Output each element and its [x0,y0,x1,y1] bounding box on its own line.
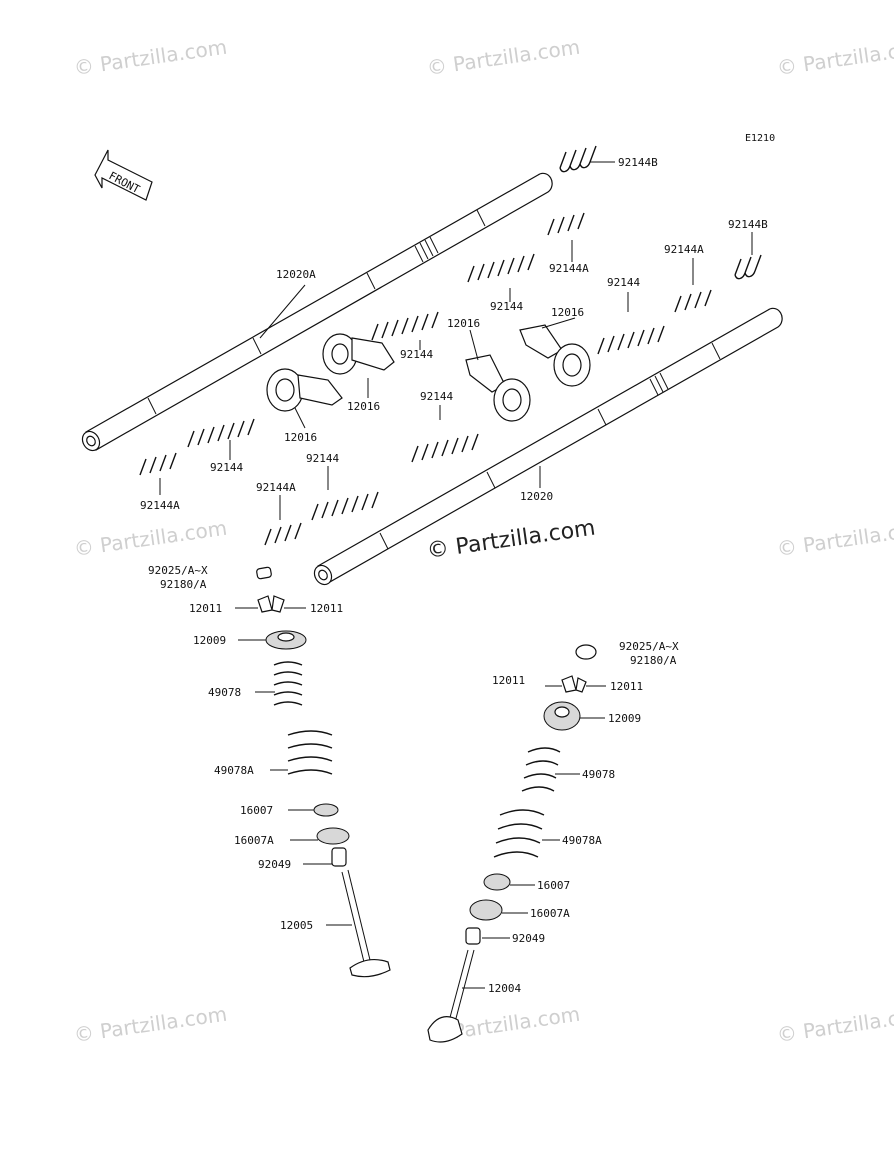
part-label: 92144 [210,461,243,474]
part-label: 12004 [488,982,521,995]
part-label: 12011 [492,674,525,687]
spring-92144a-4 [264,522,302,546]
part-label: 92144 [490,300,523,313]
part-label: 16007 [240,804,273,817]
spring-92144b-right [734,254,762,280]
left-valve-assembly [256,566,391,978]
part-label: 12005 [280,919,313,932]
rocker-arm-4 [519,324,591,387]
leader-lines [159,161,753,989]
part-label: 92144A [664,243,704,256]
part-label: 92144B [728,218,768,231]
part-label: 92144A [140,499,180,512]
part-label: 12009 [193,634,226,647]
rocker-arm-1 [266,368,343,412]
spring-92144a-3 [139,452,177,476]
part-label: 92049 [258,858,291,871]
spring-92144-4 [187,418,255,448]
part-label: 16007 [537,879,570,892]
part-label: 92144A [256,481,296,494]
part-label: 16007A [234,834,274,847]
part-label: 92049 [512,932,545,945]
watermark-layer: © Partzilla.com © Partzilla.com © Partzi… [72,35,894,1047]
part-label: 92144 [400,348,433,361]
rocker-shaft-lower [313,307,783,586]
part-label: 92025/A~X [148,564,208,577]
watermark: © Partzilla.com [72,35,228,80]
watermark: © Partzilla.com [775,516,894,561]
spring-92144b-top [559,145,597,173]
watermark: © Partzilla.com [72,1002,228,1047]
diagram-code: E1210 [745,133,775,144]
part-label: 92144 [607,276,640,289]
spring-92144-1 [467,253,535,283]
part-label: 12016 [284,431,317,444]
part-label: 92144A [549,262,589,275]
part-label: 49078 [208,686,241,699]
watermark: © Partzilla.com [425,35,581,80]
rocker-arm-2 [322,333,395,375]
part-label: 16007A [530,907,570,920]
part-label: 12020A [276,268,316,281]
spring-92144-6 [311,491,379,521]
spring-92144-5 [411,433,479,463]
watermark: © Partzilla.com [775,35,894,80]
part-label: 12016 [447,317,480,330]
part-label: 92144 [306,452,339,465]
part-label: 12011 [189,602,222,615]
part-label: 49078A [214,764,254,777]
part-labels: 92144B 92144B 12020A 92144A 92144A 92144… [140,156,768,995]
watermark: © Partzilla.com [775,1002,894,1047]
part-label: 12016 [551,306,584,319]
part-label: 49078 [582,768,615,781]
part-label: 92180/A [630,654,677,667]
part-label: 49078A [562,834,602,847]
part-label: 92144 [420,390,453,403]
part-label: 92025/A~X [619,640,679,653]
rocker-shaft-upper [81,172,553,452]
spring-92144a-2 [674,289,712,313]
spring-92144-3 [597,325,665,355]
right-valve-assembly [427,644,597,1043]
rocker-arm-3 [465,354,531,422]
part-label: 12009 [608,712,641,725]
part-label: 12011 [610,680,643,693]
spring-92144a-1 [547,212,585,236]
front-arrow-icon: FRONT [94,149,153,201]
part-label: 92144B [618,156,658,169]
part-label: 92180/A [160,578,207,591]
part-label: 12016 [347,400,380,413]
spring-92144-2 [371,311,439,341]
part-label: 12020 [520,490,553,503]
watermark-center: © Partzilla.com [425,516,597,564]
watermark: © Partzilla.com [72,516,228,561]
part-label: 12011 [310,602,343,615]
